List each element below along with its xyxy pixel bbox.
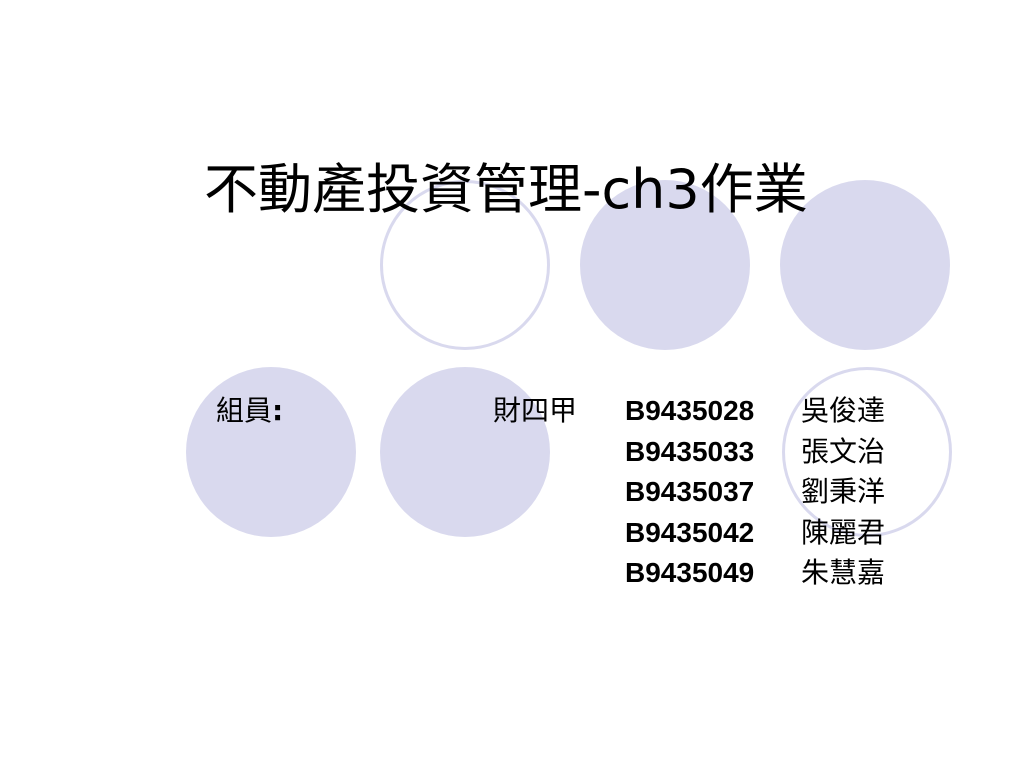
member-name: 吳俊達: [801, 394, 886, 427]
member-row: B9435042 陳麗君: [625, 515, 885, 556]
member-list: B9435028 吳俊達 B9435033 張文治 B9435037 劉秉洋 B943…: [625, 393, 885, 596]
student-id: B9435042: [625, 516, 755, 548]
student-id: B9435037: [625, 476, 755, 507]
student-id: B9435033: [625, 435, 755, 467]
member-name: 劉秉洋: [801, 475, 886, 508]
student-id: B9435049: [625, 557, 755, 588]
class-name: 財四甲: [493, 394, 578, 427]
decorative-circle-filled: [580, 180, 750, 350]
decorative-circle-filled: [380, 367, 550, 537]
decorative-circle-filled: [780, 180, 950, 350]
members-label: 組員:: [216, 393, 283, 429]
member-row: B9435028 吳俊達: [625, 393, 885, 434]
member-row: B9435037 劉秉洋: [625, 474, 885, 515]
member-name: 張文治: [801, 434, 886, 468]
members-label-colon: :: [272, 394, 284, 427]
member-name: 陳麗君: [801, 515, 886, 549]
member-row: B9435049 朱慧嘉: [625, 555, 885, 596]
member-row: B9435033 張文治: [625, 434, 885, 475]
student-id: B9435028: [625, 395, 755, 426]
decorative-circle-filled: [186, 367, 356, 537]
slide-title: 不動產投資管理-ch3作業: [204, 158, 808, 221]
decorative-circle-outline: [380, 180, 550, 350]
member-name: 朱慧嘉: [801, 556, 886, 589]
members-label-text: 組員: [216, 394, 273, 427]
decorative-circle-outline: [782, 367, 952, 537]
